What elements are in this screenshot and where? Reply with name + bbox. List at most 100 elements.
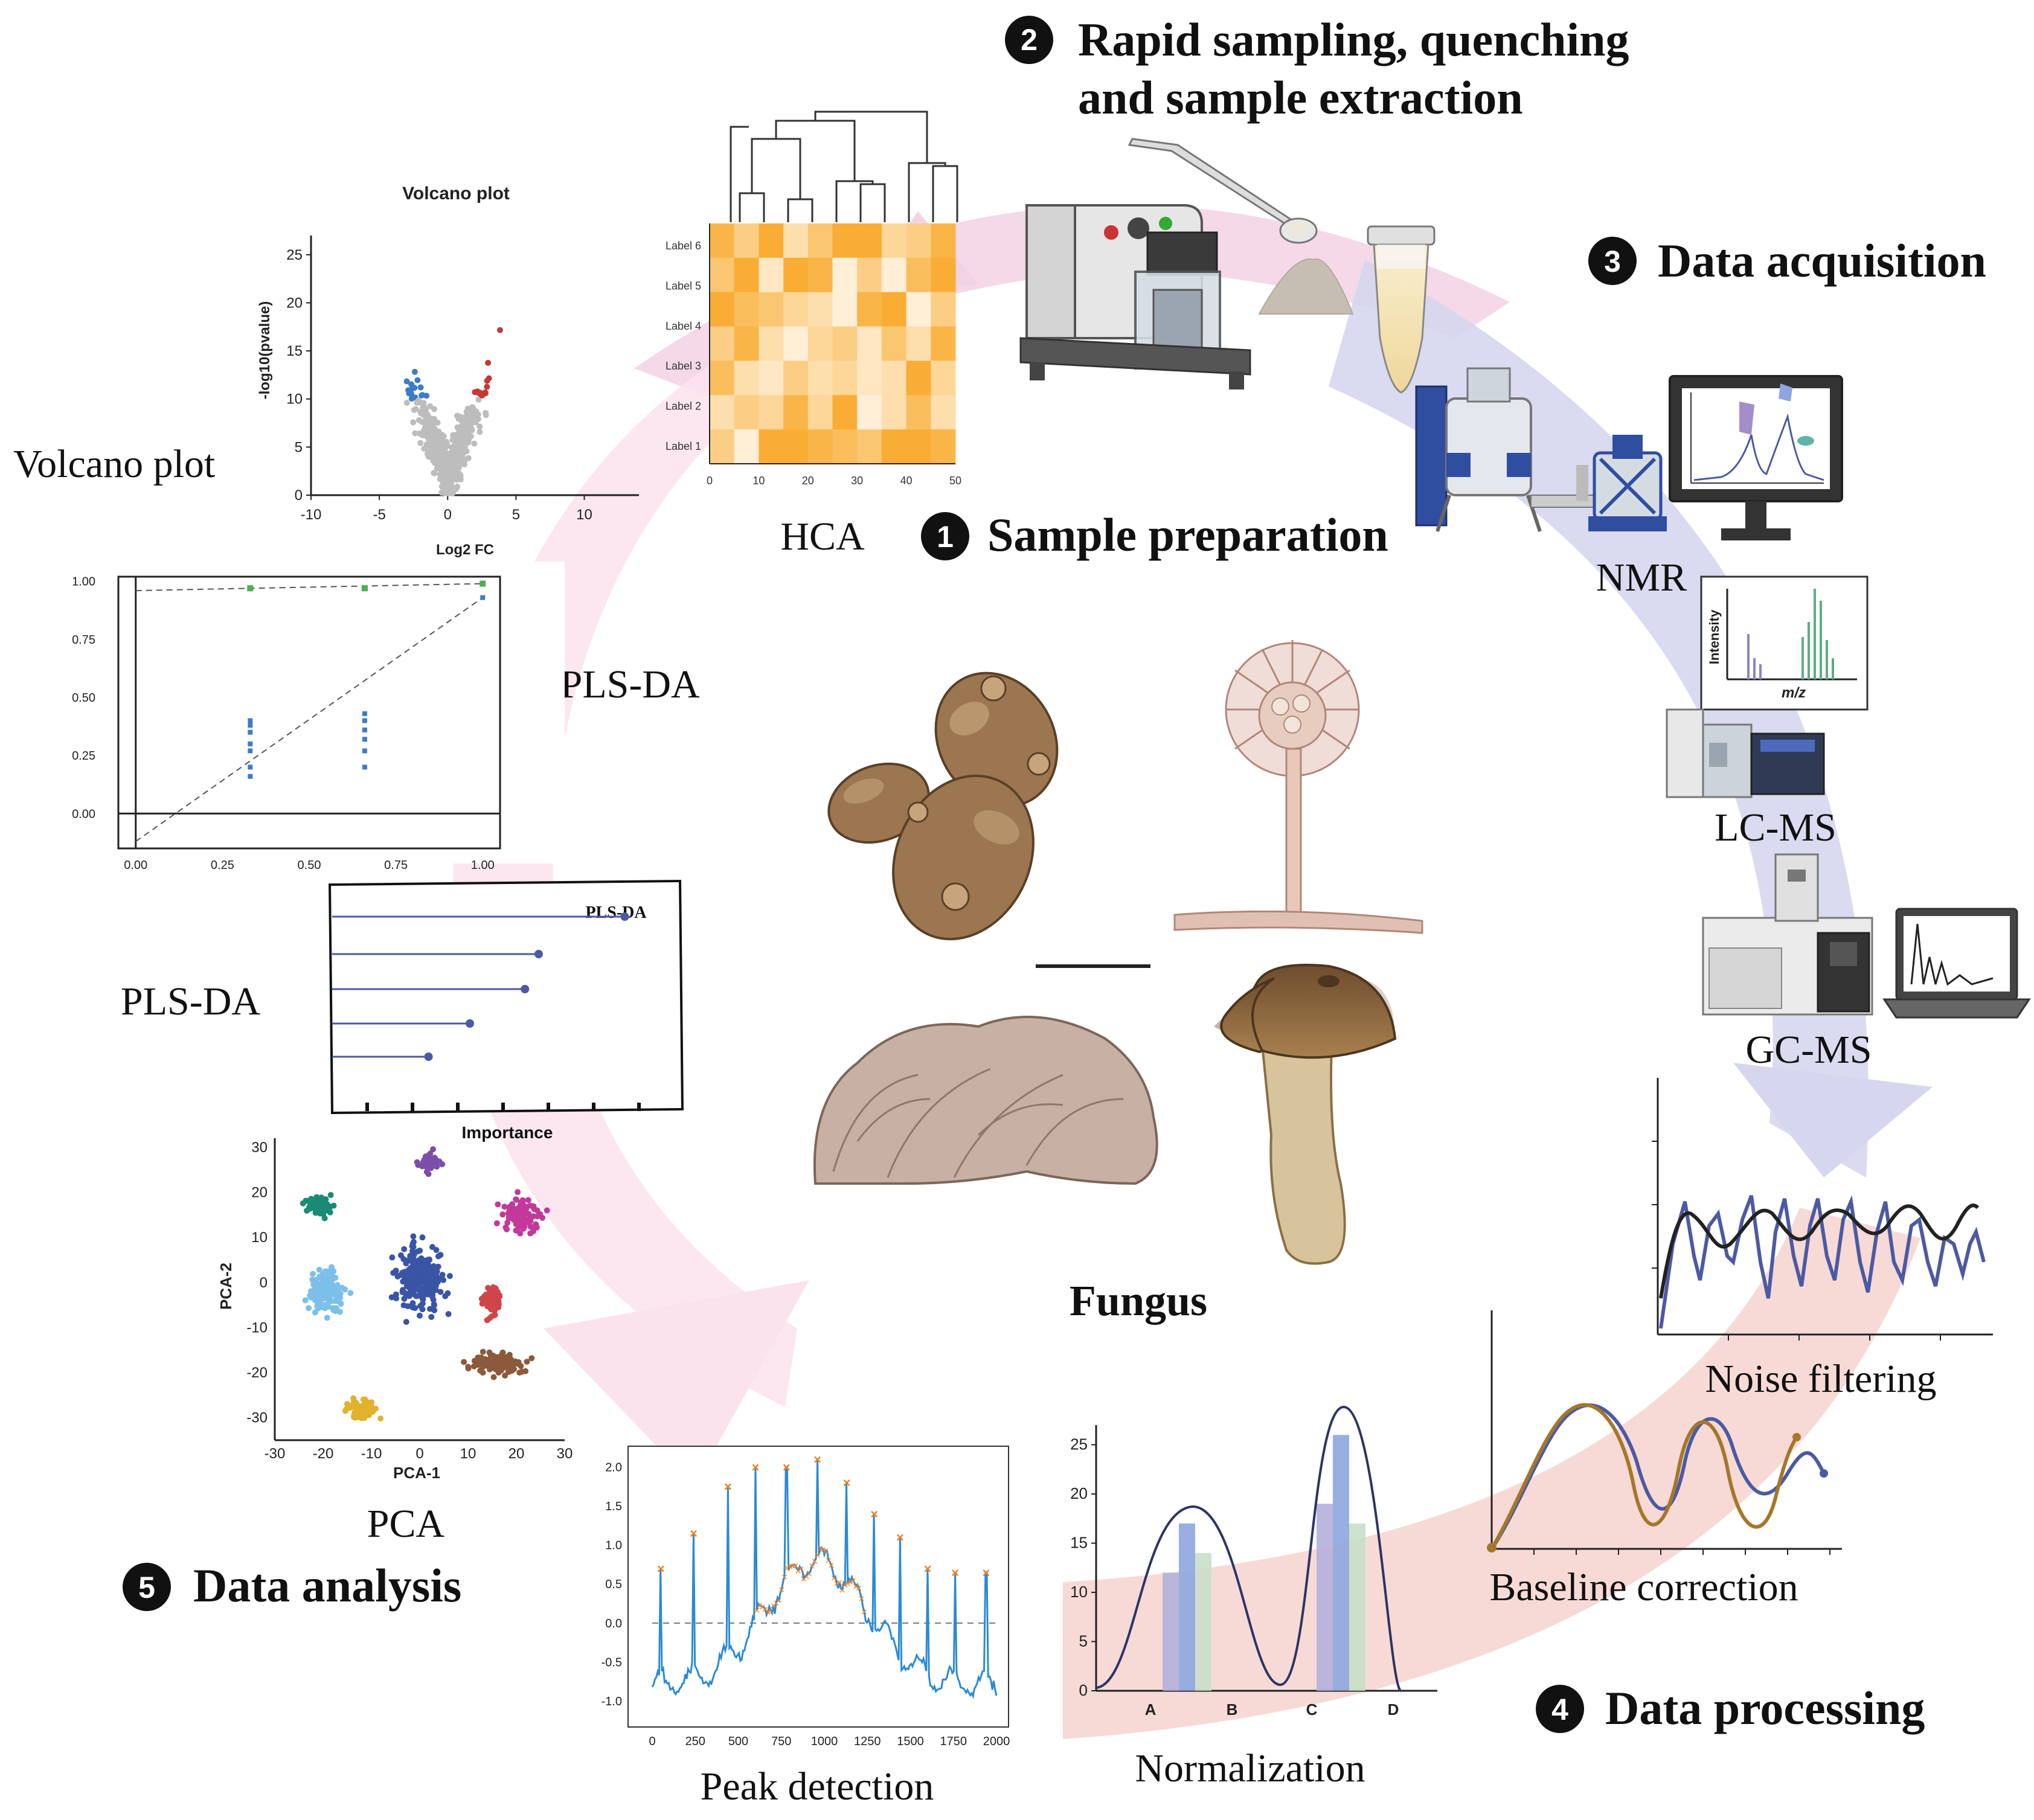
opls-q2-point	[248, 718, 253, 723]
pca-point	[501, 1359, 507, 1365]
hca-row-label: Label 1	[666, 440, 701, 452]
opls-q2-point	[248, 774, 253, 779]
volcano-xtick-label: -10	[301, 507, 322, 523]
pca-point	[528, 1355, 535, 1362]
step-1-title: Sample preparation	[987, 508, 1388, 561]
hca-cell	[734, 395, 759, 430]
pca-point	[515, 1189, 521, 1196]
volcano-point	[440, 443, 447, 449]
pca-point	[327, 1292, 334, 1299]
peak-minor-marker: ×	[801, 1573, 807, 1585]
pca-point	[401, 1274, 408, 1280]
pca-point	[334, 1291, 341, 1298]
volcano-point	[437, 435, 443, 442]
pca-point	[483, 1292, 489, 1298]
volcano-point	[408, 396, 415, 402]
pca-point	[495, 1357, 501, 1364]
peak-minor-marker: ×	[806, 1568, 813, 1580]
volcano-point	[424, 411, 431, 418]
opls-ytick-label: 0.50	[72, 691, 95, 705]
pca-point	[361, 1407, 368, 1414]
step-2-title-line2: and sample extraction	[1078, 71, 1523, 124]
pca-point	[517, 1230, 524, 1237]
peak-ytick-label: 0.5	[605, 1578, 622, 1591]
ms-peaks-green	[1801, 589, 1834, 679]
volcano-point	[448, 452, 455, 459]
hca-cell	[734, 360, 759, 396]
volcano-point	[476, 423, 483, 430]
peak-marker: ×	[752, 1460, 760, 1475]
pca-point	[480, 1348, 486, 1355]
pca-point	[400, 1269, 407, 1275]
opls-r2-point	[361, 585, 368, 592]
pca-point	[445, 1311, 452, 1318]
pca-point	[415, 1257, 422, 1263]
opls-q2-point	[362, 711, 367, 716]
hca-col-label: 20	[802, 475, 814, 487]
label-volcano: Volcano plot	[13, 442, 215, 486]
peak-xtick-label: 250	[685, 1735, 705, 1748]
volcano-point	[408, 390, 415, 397]
volcano-point	[463, 420, 470, 426]
pca-point	[324, 1315, 330, 1321]
hca-cell	[881, 429, 907, 464]
pca-point	[327, 1278, 334, 1285]
pca-point	[493, 1220, 500, 1226]
peak-marker: ×	[783, 1460, 791, 1475]
step-3-number: 3	[1604, 245, 1621, 278]
pca-point	[435, 1263, 441, 1270]
peak-marker: ×	[982, 1565, 990, 1580]
pca-point	[413, 1277, 420, 1283]
pca-point	[521, 1216, 528, 1223]
pca-point	[444, 1290, 451, 1296]
cycle-arc-lightpink-head	[544, 1280, 809, 1485]
baseline-end-dot-blue	[1820, 1469, 1828, 1478]
pca-point	[327, 1192, 334, 1199]
peak-marker: ×	[690, 1526, 698, 1541]
norm-category-label: A	[1145, 1700, 1157, 1719]
peak-ytick-label: 1.5	[605, 1500, 622, 1513]
pca-point	[324, 1206, 330, 1213]
volcano-xtick-label: 0	[444, 507, 452, 523]
ms-ylabel: Intensity	[1707, 609, 1722, 664]
pca-point	[486, 1363, 492, 1370]
pca-xtick-label: -30	[265, 1446, 286, 1462]
peak-minor-marker: ×	[795, 1565, 801, 1577]
pca-point	[400, 1278, 406, 1285]
pca-point	[440, 1277, 447, 1283]
pca-point	[439, 1161, 446, 1168]
volcano-point	[450, 467, 457, 473]
opls-xtick-label: 0.50	[298, 859, 321, 872]
hca-cell	[906, 395, 931, 430]
pca-point	[347, 1290, 354, 1296]
volcano-point	[408, 381, 415, 388]
pca-point	[511, 1213, 518, 1219]
pca-point	[488, 1292, 495, 1298]
peak-marker: ×	[951, 1565, 959, 1580]
opls-q2-point	[480, 595, 486, 600]
pca-point	[338, 1301, 344, 1307]
opls-q2-point	[362, 748, 367, 754]
step-1-badge	[921, 512, 969, 560]
pca-point	[407, 1252, 414, 1259]
step-5-badge	[123, 1563, 171, 1611]
hca-cell	[931, 292, 956, 327]
hca-cell	[710, 257, 735, 293]
volcano-point	[420, 400, 427, 406]
peak-ytick-label: -1.0	[602, 1695, 622, 1708]
hca-cell	[710, 360, 735, 396]
hca-cell	[832, 223, 858, 258]
volcano-point	[414, 377, 421, 383]
plsda-content	[332, 912, 641, 1111]
monitor-icon	[1669, 375, 1843, 540]
pca-ytick-label: -20	[246, 1365, 268, 1381]
peak-minor-marker: ×	[759, 1601, 766, 1613]
hca-col-label: 10	[752, 475, 765, 487]
volcano-point	[415, 397, 422, 404]
